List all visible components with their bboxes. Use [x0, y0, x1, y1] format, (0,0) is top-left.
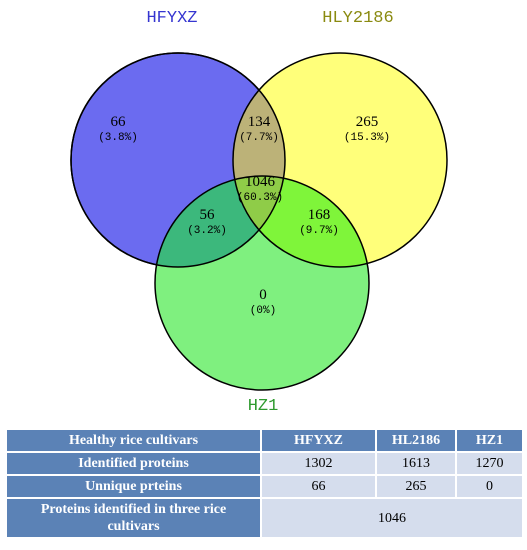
merged-value-cell: 1046: [260, 497, 524, 539]
percent-hly2186-only: (15.3%): [344, 132, 390, 144]
percent-hfyxz-hly2186: (7.7%): [239, 132, 279, 144]
table-header-row: Healthy rice cultivars HFYXZ HL2186 HZ1: [5, 428, 524, 453]
count-hfyxz-hly2186: 134: [248, 114, 271, 130]
header-cell: HZ1: [455, 428, 524, 453]
set-label-hz1: HZ1: [248, 397, 279, 416]
region-hly2186-hz1: [233, 176, 369, 267]
row-label-line1: Proteins identified in three rice: [40, 502, 227, 517]
row-label: Proteins identified in three rice cultiva…: [5, 497, 262, 539]
table-cell: 0: [455, 474, 524, 499]
summary-table: Healthy rice cultivars HFYXZ HL2186 HZ1 …: [5, 428, 524, 539]
set-label-hfyxz: HFYXZ: [146, 9, 197, 28]
venn-diagram: HFYXZ HLY2186 HZ1 66 (3.8%) 134 (7.7%) 2…: [70, 9, 448, 416]
count-hly2186-hz1: 168: [308, 207, 331, 223]
percent-hfyxz-hz1: (3.2%): [187, 225, 227, 237]
count-hz1-only: 0: [259, 287, 267, 303]
percent-hly2186-hz1: (9.7%): [299, 225, 339, 237]
count-hfyxz-only: 66: [111, 114, 127, 130]
table-cell: 1270: [455, 451, 524, 476]
row-label: Identified proteins: [5, 451, 262, 476]
header-cell: Healthy rice cultivars: [5, 428, 262, 453]
set-label-hly2186: HLY2186: [322, 9, 393, 28]
count-hfyxz-hz1: 56: [200, 207, 216, 223]
row-label: Unnique prteins: [5, 474, 262, 499]
percent-hfyxz-only: (3.8%): [98, 132, 138, 144]
header-cell: HL2186: [375, 428, 457, 453]
table-cell: 1302: [260, 451, 377, 476]
count-hly2186-only: 265: [356, 114, 379, 130]
table-cell: 66: [260, 474, 377, 499]
row-label-line2: cultivars: [107, 519, 160, 534]
table-cell: 265: [375, 474, 457, 499]
table-cell: 1613: [375, 451, 457, 476]
table-row: Identified proteins 1302 1613 1270: [5, 451, 524, 476]
table-row-merged: Proteins identified in three rice cultiva…: [5, 497, 524, 539]
percent-hz1-only: (0%): [250, 305, 276, 317]
region-hfyxz-hz1: [155, 176, 285, 267]
count-all-three: 1046: [245, 174, 276, 190]
table-row: Unnique prteins 66 265 0: [5, 474, 524, 499]
header-cell: HFYXZ: [260, 428, 377, 453]
percent-all-three: (60.3%): [237, 192, 283, 204]
